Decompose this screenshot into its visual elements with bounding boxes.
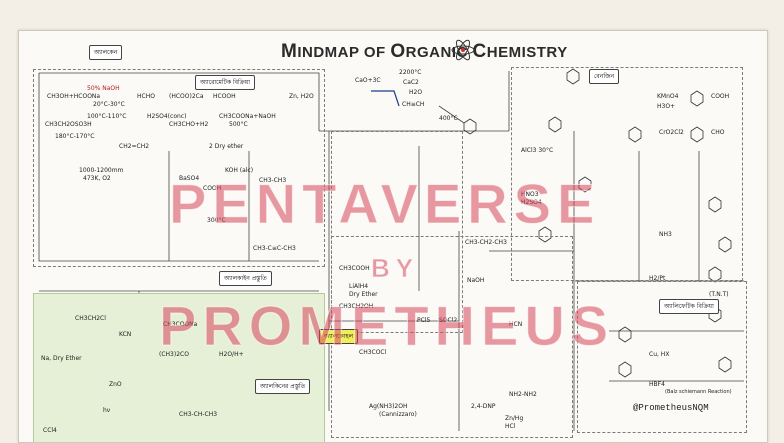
rxn-r1: CaO+3C bbox=[355, 77, 381, 84]
rxn-r40: H2/Pt bbox=[649, 275, 666, 282]
rxn-r34: KMnO4 bbox=[657, 93, 679, 100]
rxn-r22: KOH (alc) bbox=[225, 167, 254, 174]
rxn-r63: Na, Dry Ether bbox=[41, 355, 82, 362]
rxn-r31: AlCl3 30°C bbox=[521, 147, 554, 154]
rxn-r45: CH3-CH2-CH3 bbox=[465, 239, 507, 246]
watermark-top: PENTAVERSE bbox=[168, 172, 601, 236]
title-part1: INDMAP OF bbox=[297, 44, 391, 61]
rxn-r17: CH3CHO+H2 bbox=[169, 121, 209, 128]
credit-text: @PrometheusNQM bbox=[633, 403, 709, 413]
rxn-r49: Dry Ether bbox=[349, 291, 378, 298]
rxn-r8: CH3OH+HCOONa bbox=[47, 93, 101, 100]
rxn-r16: H2SO4(conc) bbox=[147, 113, 187, 120]
alkane-section bbox=[33, 69, 325, 267]
rxn-r43: HBF4 bbox=[649, 381, 665, 388]
rxn-r7: 50% NaOH bbox=[87, 85, 120, 92]
rxn-r38: CHO bbox=[711, 129, 725, 136]
rxn-r3: CaC2 bbox=[403, 79, 419, 86]
title-m: M bbox=[281, 41, 298, 62]
label-alkane: অ্যালকেন bbox=[89, 45, 123, 60]
rxn-r60: hν bbox=[103, 407, 111, 414]
rxn-r2: 2200°C bbox=[399, 69, 422, 76]
rxn-r65: KCN bbox=[119, 331, 132, 338]
rxn-r28: CH3-C≡C-CH3 bbox=[253, 245, 296, 252]
watermark-bottom: PROMETHEUS bbox=[158, 294, 615, 358]
rxn-r23: 2 Dry ether bbox=[209, 143, 244, 150]
rxn-r10: (HCOO)2Ca bbox=[169, 93, 204, 100]
rxn-r53: CH3COCl bbox=[359, 349, 387, 356]
rxn-r11: HCOOH bbox=[213, 93, 236, 100]
rxn-r30: CH2=CH2 bbox=[119, 143, 150, 150]
label-alcohol: অ্যালকোহল bbox=[319, 329, 359, 344]
rxn-r5: CH≡CH bbox=[402, 101, 425, 108]
title-part2: RGANIC bbox=[405, 44, 473, 61]
title-o: O bbox=[390, 41, 406, 62]
rxn-r19: 500°C bbox=[229, 121, 248, 128]
rxn-r6: 400°C bbox=[439, 115, 458, 122]
rxn-r37: CrO2Cl2 bbox=[659, 129, 684, 136]
rxn-r58: HCl bbox=[505, 423, 516, 430]
watermark-mid: BY bbox=[370, 253, 420, 284]
rxn-r50: CH3CH2OH bbox=[339, 303, 374, 310]
rxn-r68: CH3-CH-CH3 bbox=[179, 411, 218, 418]
rxn-r15: 180°C-170°C bbox=[55, 133, 95, 140]
page-title: MINDMAP OF ORGANIC CHEMISTRY bbox=[281, 41, 568, 63]
atom-icon bbox=[451, 39, 475, 61]
rxn-r29: CH3-CH3 bbox=[259, 177, 287, 184]
rxn-r41: (T.N.T) bbox=[709, 291, 729, 298]
rxn-r51: PCl5 bbox=[417, 317, 431, 324]
rxn-r59: CCl4 bbox=[43, 427, 57, 434]
rxn-r26: Zn, H2O bbox=[289, 93, 314, 100]
rxn-r4: H2O bbox=[409, 89, 423, 96]
rxn-r36: COOH bbox=[711, 93, 730, 100]
rxn-r70: ZnO bbox=[109, 381, 122, 388]
rxn-r52: SOCl2 bbox=[439, 317, 458, 324]
rxn-r44: (Balz schiemann Reaction) bbox=[665, 389, 732, 395]
aliphatic-section bbox=[331, 131, 463, 333]
rxn-r48: LiAlH4 bbox=[349, 283, 369, 290]
rxn-r62: H2O/H+ bbox=[219, 351, 244, 358]
rxn-r20: 1000-1200mm bbox=[79, 167, 124, 174]
rxn-r12: 20°C-30°C bbox=[93, 101, 125, 108]
rxn-r24: BaSO4 bbox=[179, 175, 200, 182]
rxn-r55: NH2-NH2 bbox=[509, 391, 537, 398]
rxn-r46: NaOH bbox=[467, 277, 485, 284]
benzene-section bbox=[511, 67, 743, 281]
rxn-r47: CH3COOH bbox=[339, 265, 370, 272]
rxn-r21: 473K, O2 bbox=[83, 175, 111, 182]
rxn-r66: Ag(NH3)2OH bbox=[369, 403, 408, 410]
rxn-r64: CH3CH2Cl bbox=[75, 315, 106, 322]
label-benzene: বেনজিন bbox=[589, 69, 620, 84]
label-aromatic: অ্যারোমেটিক বিক্রিয়া bbox=[195, 75, 256, 90]
rxn-r56: HCN bbox=[509, 321, 523, 328]
label-alkyne: অ্যালকাইন প্রস্তুতি bbox=[219, 271, 272, 286]
rxn-r54: 2,4-DNP bbox=[471, 403, 496, 410]
rxn-r35: H3O+ bbox=[657, 103, 676, 110]
rxn-r14: CH3CH2OSO3H bbox=[45, 121, 92, 128]
title-part3: HEMISTRY bbox=[486, 44, 568, 61]
rxn-r42: Cu, HX bbox=[649, 351, 670, 358]
rxn-r39: NH3 bbox=[659, 231, 672, 238]
rxn-r32: HNO3 bbox=[521, 191, 539, 198]
rxn-r67: (Cannizzaro) bbox=[379, 411, 417, 418]
aromatic-lower-section bbox=[577, 281, 747, 433]
label-aliphatic: অ্যালিফেটিক বিক্রিয়া bbox=[659, 299, 719, 314]
carboxylic-section bbox=[33, 293, 325, 442]
rxn-r25: COOH bbox=[203, 185, 222, 192]
rxn-r61: (CH3)2CO bbox=[159, 351, 189, 358]
rxn-r18: CH3COONa+NaOH bbox=[219, 113, 276, 120]
title-c: C bbox=[472, 41, 487, 62]
rxn-r9: HCHO bbox=[137, 93, 155, 100]
rxn-r27: 300°C bbox=[207, 217, 226, 224]
label-centre-bottom: অ্যালকিনের প্রস্তুতি bbox=[255, 379, 311, 394]
rxn-r69: CH3COONa bbox=[163, 321, 198, 328]
mindmap-sheet: MINDMAP OF ORGANIC CHEMISTRY bbox=[18, 30, 768, 443]
rxn-r13: 100°C-110°C bbox=[87, 113, 127, 120]
rxn-r57: Zn/Hg bbox=[505, 415, 524, 422]
rxn-r33: H2SO4 bbox=[521, 199, 542, 206]
